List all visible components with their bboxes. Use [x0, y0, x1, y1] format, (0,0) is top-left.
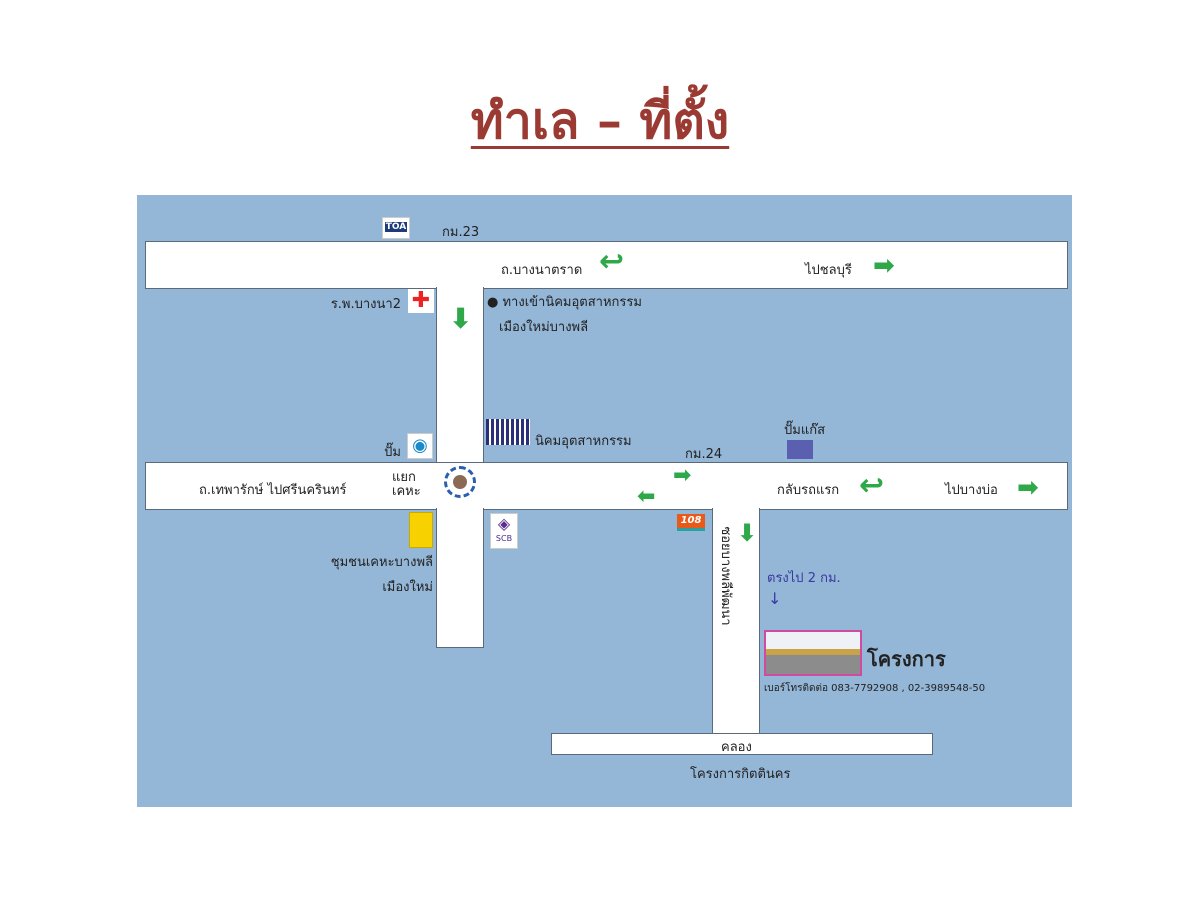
ptt-pump-icon: ◉: [407, 433, 433, 459]
road-soi-bangphli: [712, 508, 760, 734]
community-icon: [409, 512, 433, 548]
km24-label: กม.24: [685, 447, 723, 462]
road-estate-entrance: [436, 287, 484, 467]
factory-icon: [486, 419, 530, 445]
project-label: โครงการ: [867, 647, 946, 671]
toa-logo: TOA: [382, 217, 410, 239]
u-turn-arrow-icon: ↩: [599, 244, 625, 279]
roundabout-icon: [444, 466, 476, 498]
to-bangbo-label: ไปบางบ่อ: [945, 483, 998, 498]
road-canal: [551, 733, 933, 755]
gas-pump-label: ปั๊มแก๊ส: [784, 423, 826, 438]
community-label-2: เมืองใหม่: [382, 580, 433, 595]
store-108-logo: 108: [677, 514, 705, 531]
road-thepharak: [145, 462, 1068, 510]
gas-pump-icon: [787, 440, 813, 459]
phone-label: เบอร์โทรติดต่อ 083-7792908 , 02-3989548-…: [764, 683, 986, 694]
estate-entrance-label: ● ทางเข้านิคมอุตสาหกรรม: [487, 295, 642, 310]
km23-label: กม.23: [442, 225, 480, 240]
road-name-bangna: ถ.บางนาตราด: [501, 263, 583, 278]
straight-label: ตรงไป 2 กม.: [767, 571, 841, 586]
hospital-label: ร.พ.บางนา2: [330, 297, 401, 312]
community-label: ชุมชนเคหะบางพลี: [330, 555, 433, 570]
estate-entrance-label-2: เมืองใหม่บางพลี: [499, 320, 589, 335]
map: TOA กม.23 ถ.บางนาตราด ↩ ไปชลบุรี ➡ ร.พ.บ…: [137, 195, 1072, 807]
junction-fill-2: [715, 507, 757, 511]
u-turn-label: กลับรถแรก: [777, 483, 840, 498]
roundabout-center: [453, 475, 467, 489]
intersection-label: แยกเคหะ: [392, 470, 421, 499]
arrow-down-icon: ⬇: [449, 302, 473, 335]
arrow-right-icon-3: ➡: [1017, 473, 1039, 503]
u-turn-arrow-icon-2: ↩: [859, 468, 885, 503]
road-bangna-trat: [145, 241, 1068, 289]
hospital-cross-icon: ✚: [408, 289, 434, 313]
arrow-right-icon-2: ➡: [673, 463, 692, 488]
arrow-left-icon: ⬅: [637, 484, 656, 509]
road-name-thepharak: ถ.เทพารักษ์ ไปศรีนครินทร์: [199, 483, 347, 498]
project-photo: [764, 630, 862, 676]
estate-entrance-text: ทางเข้านิคมอุตสาหกรรม: [502, 295, 642, 310]
arrow-right-icon: ➡: [873, 251, 895, 281]
junction-fill: [439, 287, 481, 291]
to-chonburi-label: ไปชลบุรี: [805, 263, 852, 278]
scb-logo: ◈SCB: [490, 513, 518, 549]
page-title: ทำเล – ที่ตั้ง: [470, 91, 730, 150]
estate-label: นิคมอุตสาหกรรม: [535, 434, 632, 449]
pump-label: ปั๊ม: [384, 445, 401, 460]
soi-label: ซอยบางพลีพัฒนา: [718, 526, 733, 626]
arrow-down-icon-2: ⬇: [737, 519, 758, 547]
thin-arrow-down-icon: ↓: [768, 589, 782, 608]
canal-label: คลอง: [721, 740, 752, 755]
project-name-label: โครงการกิตตินคร: [690, 767, 791, 782]
road-south-kheha: [436, 508, 484, 648]
